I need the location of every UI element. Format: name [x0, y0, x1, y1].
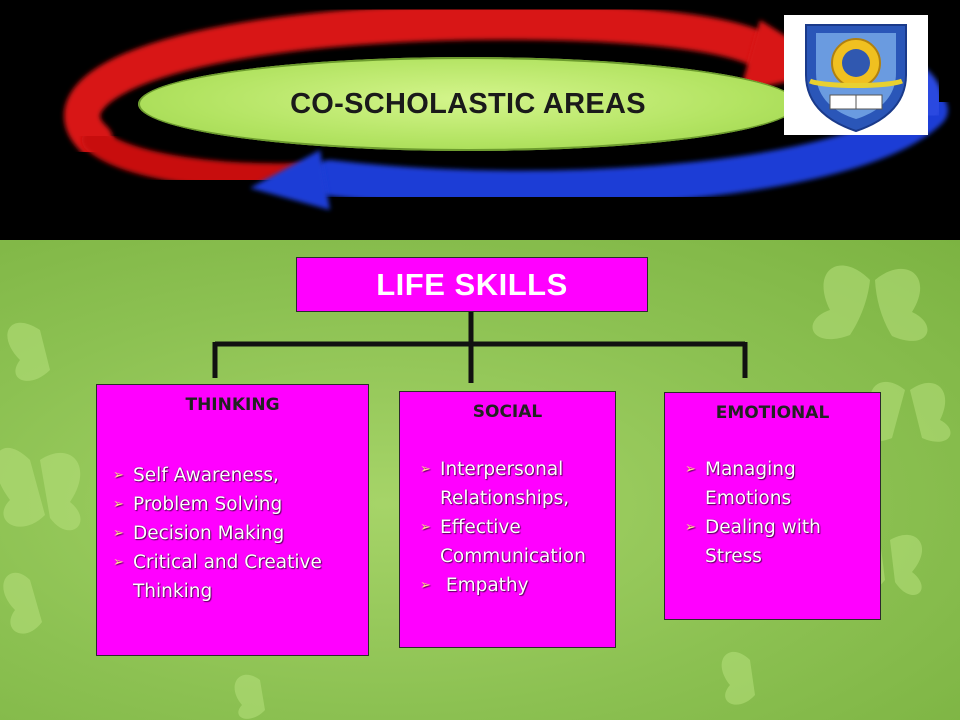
list-item: ➢Decision Making [109, 519, 364, 548]
social-title: SOCIAL [472, 402, 543, 422]
header-band: CO-SCHOLASTIC AREAS [0, 0, 960, 240]
list-item: ➢Managing Emotions [681, 455, 876, 513]
thinking-list: ➢Self Awareness, ➢Problem Solving ➢Decis… [109, 461, 364, 606]
emotional-box: EMOTIONAL ➢Managing Emotions ➢Dealing wi… [664, 392, 881, 620]
life-skills-label: LIFE SKILLS [376, 266, 568, 302]
list-item: ➢Problem Solving [109, 490, 364, 519]
arrow-bullet-icon: ➢ [420, 462, 431, 477]
school-logo [784, 15, 928, 135]
list-item: ➢Interpersonal Relationships, [416, 455, 616, 513]
arrow-bullet-icon: ➢ [113, 468, 124, 483]
social-list: ➢Interpersonal Relationships, ➢Effective… [416, 455, 616, 600]
arrow-bullet-icon: ➢ [685, 520, 696, 535]
list-item: ➢ Empathy [416, 571, 616, 600]
arrow-bullet-icon: ➢ [113, 555, 124, 570]
arrow-bullet-icon: ➢ [420, 520, 431, 535]
title-ellipse: CO-SCHOLASTIC AREAS [138, 57, 798, 151]
thinking-title: THINKING [185, 395, 280, 415]
arrow-bullet-icon: ➢ [685, 462, 696, 477]
emotional-title: EMOTIONAL [715, 403, 830, 423]
list-item: ➢Critical and Creative Thinking [109, 548, 364, 606]
list-item: ➢Dealing with Stress [681, 513, 876, 571]
social-box: SOCIAL ➢Interpersonal Relationships, ➢Ef… [399, 391, 616, 648]
thinking-box: THINKING ➢Self Awareness, ➢Problem Solvi… [96, 384, 369, 656]
emotional-list: ➢Managing Emotions ➢Dealing with Stress [681, 455, 876, 571]
list-item: ➢Effective Communication [416, 513, 616, 571]
arrow-bullet-icon: ➢ [420, 578, 431, 593]
arrow-bullet-icon: ➢ [113, 497, 124, 512]
page-title: CO-SCHOLASTIC AREAS [290, 87, 646, 120]
school-crest-logo-icon [805, 24, 907, 133]
life-skills-root: LIFE SKILLS [296, 257, 648, 312]
arrow-bullet-icon: ➢ [113, 526, 124, 541]
list-item: ➢Self Awareness, [109, 461, 364, 490]
